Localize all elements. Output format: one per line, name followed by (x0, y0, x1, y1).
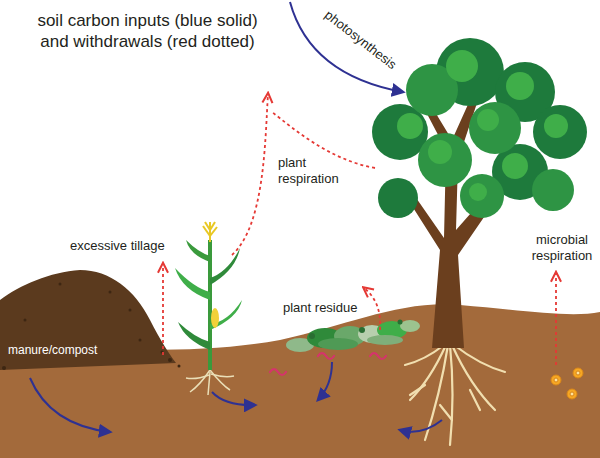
compost-pile (0, 270, 181, 370)
diagram-title: soil carbon inputs (blue solid) and with… (30, 10, 265, 53)
earthworms (270, 353, 386, 375)
corn-plant (175, 222, 242, 395)
plant-residue (286, 320, 420, 353)
carbon-input-arrows (30, 2, 442, 432)
process-label: excessive tillage (70, 238, 165, 254)
microbes (551, 368, 583, 399)
source-label: plant residue (283, 300, 357, 316)
process-label: plant respiration (278, 155, 350, 188)
process-label: microbial respiration (524, 232, 600, 265)
carbon-withdrawal-arrows (163, 94, 556, 365)
tree (372, 38, 587, 348)
source-label: manure/compost (8, 343, 97, 358)
